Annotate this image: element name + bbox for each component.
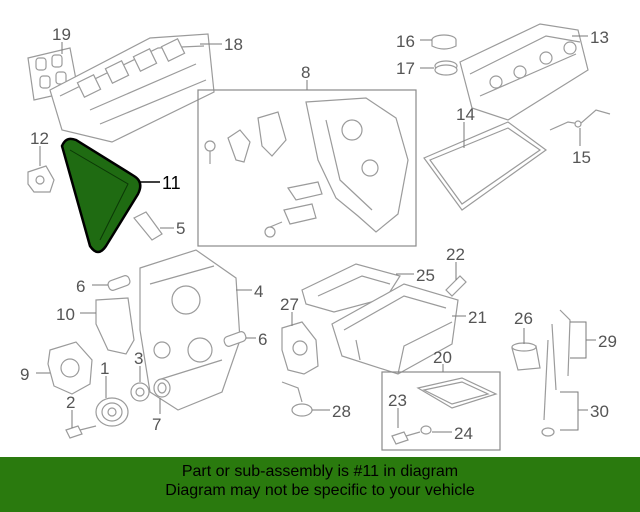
part-27-oil-pump <box>281 321 319 375</box>
callout-6-upper: 6 <box>76 277 85 296</box>
callout-13: 13 <box>590 28 609 47</box>
callout-3: 3 <box>134 349 143 368</box>
callout-2: 2 <box>66 393 75 412</box>
part-9-water-pump <box>47 341 93 395</box>
part-14-valve-cover-gasket <box>423 121 548 211</box>
callout-6-lower: 6 <box>258 330 267 349</box>
part-26-oil-filter <box>511 342 541 371</box>
callout-27: 27 <box>280 295 299 314</box>
part-6-dowel-lower <box>223 331 247 347</box>
callout-29: 29 <box>598 332 617 351</box>
part-19-intake-gasket <box>27 47 79 101</box>
part-17-seal-ring <box>434 60 458 76</box>
callout-14: 14 <box>456 105 475 124</box>
part-11-timing-chain-highlighted <box>60 137 142 254</box>
part-7-front-seal <box>153 378 171 398</box>
callout-7: 7 <box>152 415 161 434</box>
banner-line-part-number: Part or sub-assembly is #11 in diagram <box>181 463 459 480</box>
part-20-lower-pan-kit <box>381 371 501 451</box>
part-13-valve-cover <box>459 23 589 121</box>
callout-30: 30 <box>590 402 609 421</box>
callout-28: 28 <box>332 402 351 421</box>
callout-15: 15 <box>572 148 591 167</box>
part-30-dipstick-level <box>541 339 555 437</box>
part-15-seal-strip <box>549 109 611 131</box>
part-2-crank-bolt <box>65 425 97 439</box>
callout-5: 5 <box>176 219 185 238</box>
callout-21: 21 <box>468 308 487 327</box>
part-4-front-cover <box>139 249 241 411</box>
callout-9: 9 <box>20 365 29 384</box>
part-1-crank-pulley <box>95 397 129 427</box>
banner-line-disclaimer: Diagram may not be specific to your vehi… <box>165 482 475 499</box>
part-5-chain-guide <box>133 211 163 241</box>
part-18-intake-manifold <box>49 33 215 143</box>
exploded-parts-diagram: 19 18 16 17 <box>20 23 617 451</box>
callout-8: 8 <box>301 63 310 82</box>
callout-24: 24 <box>454 424 473 443</box>
callout-12: 12 <box>30 129 49 148</box>
callout-26: 26 <box>514 309 533 328</box>
callout-19: 19 <box>52 25 71 44</box>
callout-23: 23 <box>388 391 407 410</box>
part-3-sprocket <box>130 382 150 402</box>
part-12-chain-tensioner <box>27 165 55 193</box>
part-22-sensor <box>445 275 467 297</box>
callout-4: 4 <box>254 282 263 301</box>
callout-18: 18 <box>224 35 243 54</box>
part-28-oil-strainer <box>281 381 313 417</box>
part-16-oil-cap <box>431 34 457 50</box>
part-21-oil-pan <box>331 283 459 375</box>
info-banner: Part or sub-assembly is #11 in diagram D… <box>0 457 640 512</box>
callout-22: 22 <box>446 245 465 264</box>
callout-17: 17 <box>396 59 415 78</box>
part-10-cover-plate <box>95 297 135 355</box>
callout-11-highlighted: 11 <box>162 173 181 193</box>
part-29-dipstick <box>551 309 571 391</box>
callout-1: 1 <box>100 359 109 378</box>
callout-20: 20 <box>433 348 452 367</box>
part-8-timing-cover-kit <box>197 89 417 247</box>
part-6-dowel-upper <box>107 275 131 291</box>
callout-25: 25 <box>416 266 435 285</box>
callout-10: 10 <box>56 305 75 324</box>
callout-16: 16 <box>396 32 415 51</box>
